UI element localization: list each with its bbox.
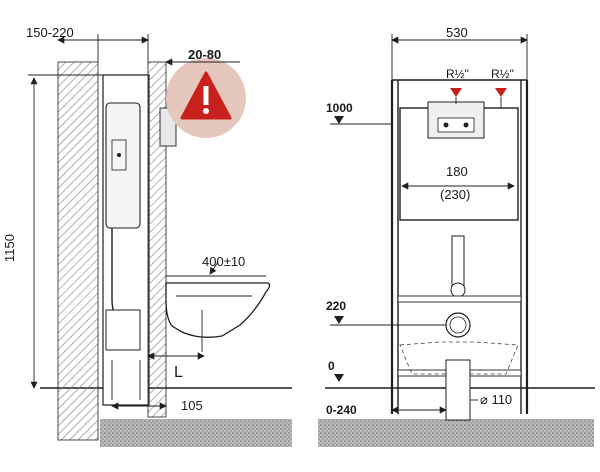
pipe-label: ⌀ 110: [480, 392, 512, 407]
level-0-240-label: 0-240: [326, 403, 357, 417]
front-flush-pipe: [451, 235, 465, 287]
level-1000-label: 1000: [326, 101, 353, 115]
valve-dot-2: [463, 122, 469, 128]
inlet-right-marker: [495, 88, 507, 97]
width-label: 530: [446, 25, 468, 40]
toilet-bowl: [165, 282, 271, 338]
warning-icon-bar: [203, 86, 209, 105]
inlet-left-marker: [450, 88, 462, 97]
warning-icon-dot: [203, 108, 209, 114]
level-0-label: 0: [328, 359, 335, 373]
side-view: 150-220 20-80 1150 400±10 L 105: [2, 25, 292, 447]
front-panel: [147, 61, 167, 418]
bowl-length-label: 400±10: [202, 254, 245, 269]
drain-pipe-inner: [449, 316, 467, 334]
drain-connector: [105, 309, 141, 351]
wall-depth-label: 150-220: [26, 25, 74, 40]
level-220-marker: [334, 316, 344, 324]
side-wall: [57, 61, 99, 441]
front-view: R½" R½" 530 1000 180 (230) 220 0: [318, 25, 595, 447]
valve-detail: [437, 117, 475, 133]
level-220-label: 220: [326, 299, 346, 313]
front-floor: [318, 419, 594, 447]
spacing-label: 180: [446, 164, 468, 179]
crossbar-upper: [397, 295, 522, 303]
valve-dot-1: [443, 122, 449, 128]
inlet-right-label: R½": [491, 67, 514, 81]
front-cistern: [399, 107, 519, 221]
level-0-marker: [334, 374, 344, 382]
cistern: [105, 102, 141, 229]
cistern-dot: [117, 153, 121, 157]
bowl-length-leader: [209, 261, 219, 275]
height-label: 1150: [2, 234, 17, 262]
adjust-label: 20-80: [188, 47, 221, 62]
inlet-left-label: R½": [446, 67, 469, 81]
spacing-alt-label: (230): [440, 187, 470, 202]
flush-outlet: [450, 282, 466, 298]
drain-stack: [445, 359, 471, 421]
level-1000-marker: [334, 116, 344, 124]
cistern-detail: [111, 139, 127, 171]
l-label: L: [174, 364, 183, 381]
side-floor: [100, 419, 292, 447]
bottom-label: 105: [181, 398, 203, 413]
